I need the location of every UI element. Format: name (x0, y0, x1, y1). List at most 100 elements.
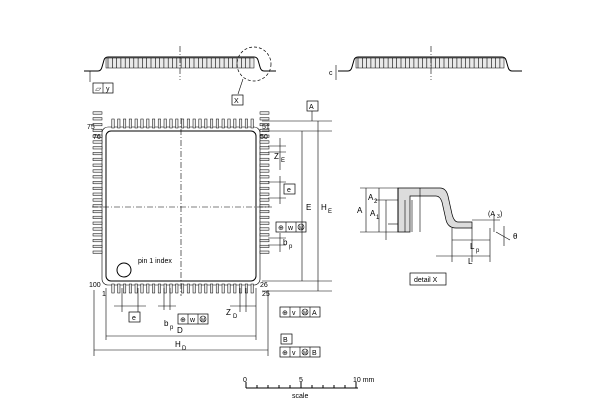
lead-bottom (227, 283, 231, 294)
lead-top (250, 118, 254, 129)
lead-left (92, 250, 103, 254)
svg-text:A: A (312, 310, 317, 317)
w-tolerance-frame (275, 221, 307, 233)
pin-25-label: 25 (262, 291, 270, 298)
lead-bottom (221, 283, 225, 294)
pin-51-label: 51 (262, 124, 270, 131)
lead-left (92, 210, 103, 214)
lead-top (233, 118, 237, 129)
lead-right (259, 157, 270, 161)
bp-label-bottom: b (164, 319, 169, 328)
lead-bottom (204, 283, 208, 294)
lead-top (181, 118, 185, 129)
lead-bottom (239, 283, 243, 294)
bottom-dimensions: e b p ⊕ w M Z D D H D B (93, 288, 321, 358)
lead-right (259, 204, 270, 208)
lead-bottom (210, 283, 214, 294)
lead-right (259, 163, 270, 167)
lead-left (92, 157, 103, 161)
lead-bottom (111, 283, 115, 294)
lead-left (92, 215, 103, 219)
e-dim-label: E (306, 203, 311, 212)
lead-top (244, 118, 248, 129)
lead-bottom (152, 283, 156, 294)
lead-bottom (128, 283, 132, 294)
side-view-right: c (329, 46, 522, 80)
lead-top (186, 118, 190, 129)
pin1-index-label: pin 1 index (138, 258, 172, 265)
bp-label-right: b (283, 238, 288, 247)
lead-right (259, 169, 270, 173)
a1-label: A (370, 209, 376, 218)
svg-text:M: M (299, 226, 303, 232)
lead-left (92, 175, 103, 179)
datum-b-label: B (283, 337, 288, 344)
d-dim-label: D (177, 326, 183, 335)
svg-text:): ) (500, 211, 502, 218)
lead-top (175, 118, 179, 129)
lead-top (169, 118, 173, 129)
lead-bottom (123, 283, 127, 294)
a-label: A (357, 206, 363, 215)
lead-right (259, 198, 270, 202)
lp-label: L (470, 242, 475, 251)
svg-text:p: p (170, 325, 174, 331)
svg-text:M: M (201, 318, 205, 324)
svg-text:v: v (292, 310, 296, 317)
lead-left (92, 140, 103, 144)
lead-right (259, 192, 270, 196)
lead-right (259, 152, 270, 156)
hd-label: H (175, 340, 181, 349)
lead-right (259, 221, 270, 225)
svg-text:D: D (233, 314, 238, 320)
svg-text:v: v (292, 350, 296, 357)
pitch-e-label: e (287, 187, 291, 194)
theta-label: θ (513, 232, 518, 241)
lead-top (204, 118, 208, 129)
lead-top (146, 118, 150, 129)
svg-text:⊕: ⊕ (180, 317, 186, 324)
lead-left (92, 221, 103, 225)
svg-text:M: M (303, 311, 307, 317)
lead-bottom (250, 283, 254, 294)
scale-tick-5: 5 (299, 377, 303, 384)
y-label: y (106, 86, 110, 93)
svg-text:M: M (303, 351, 307, 357)
ze-label: Z (274, 152, 279, 161)
lead-left (92, 146, 103, 150)
a2-label: A (368, 193, 374, 202)
lead-top (157, 118, 161, 129)
lead-right (259, 123, 270, 127)
lead-left (92, 204, 103, 208)
lead-top (117, 118, 121, 129)
svg-text:▱: ▱ (95, 86, 102, 93)
lead-right (259, 215, 270, 219)
lead-bottom (134, 283, 138, 294)
lead-left (92, 169, 103, 173)
lead-left (92, 192, 103, 196)
pin-100-label: 100 (89, 282, 101, 289)
scale-tick-0: 0 (243, 377, 247, 384)
svg-text:p: p (289, 244, 293, 250)
lead-bottom (215, 283, 219, 294)
datum-a-top: A (309, 104, 314, 111)
lead-left (92, 181, 103, 185)
a3-label: (A (488, 211, 495, 218)
lead-right (259, 146, 270, 150)
svg-text:⊕: ⊕ (282, 350, 288, 357)
lead-left (92, 244, 103, 248)
lead-right (259, 210, 270, 214)
lead-top (198, 118, 202, 129)
lead-bottom (186, 283, 190, 294)
lead-left (92, 111, 103, 115)
c-label: c (329, 70, 333, 77)
lead-left (92, 117, 103, 121)
side-view-left: ▱ y X (84, 46, 276, 106)
right-dimensions: Z E e ⊕ w M b p E H E A (262, 100, 332, 318)
lead-bottom (163, 283, 167, 294)
lead-right (259, 117, 270, 121)
pin-50-label: 50 (260, 134, 268, 141)
svg-text:E: E (281, 158, 285, 164)
lead-top (111, 118, 115, 129)
lead-top (192, 118, 196, 129)
